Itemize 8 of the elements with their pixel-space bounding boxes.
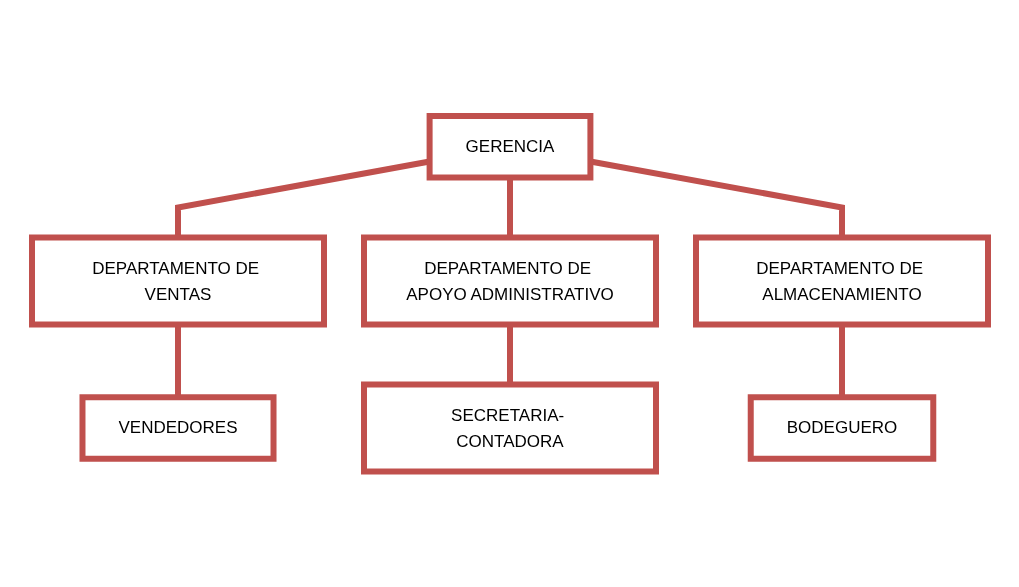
- node-box: SECRETARIA- CONTADORA: [360, 381, 659, 475]
- node-box: DEPARTAMENTO DE ALMACENAMIENTO: [692, 234, 991, 328]
- node-box: BODEGUERO: [747, 394, 936, 462]
- node-box: DEPARTAMENTO DE VENTAS: [28, 234, 327, 328]
- connector: [174, 158, 430, 238]
- node-box: VENDEDORES: [79, 394, 276, 462]
- node-box: DEPARTAMENTO DE APOYO ADMINISTRATIVO: [360, 234, 659, 328]
- node-box: GERENCIA: [426, 112, 593, 181]
